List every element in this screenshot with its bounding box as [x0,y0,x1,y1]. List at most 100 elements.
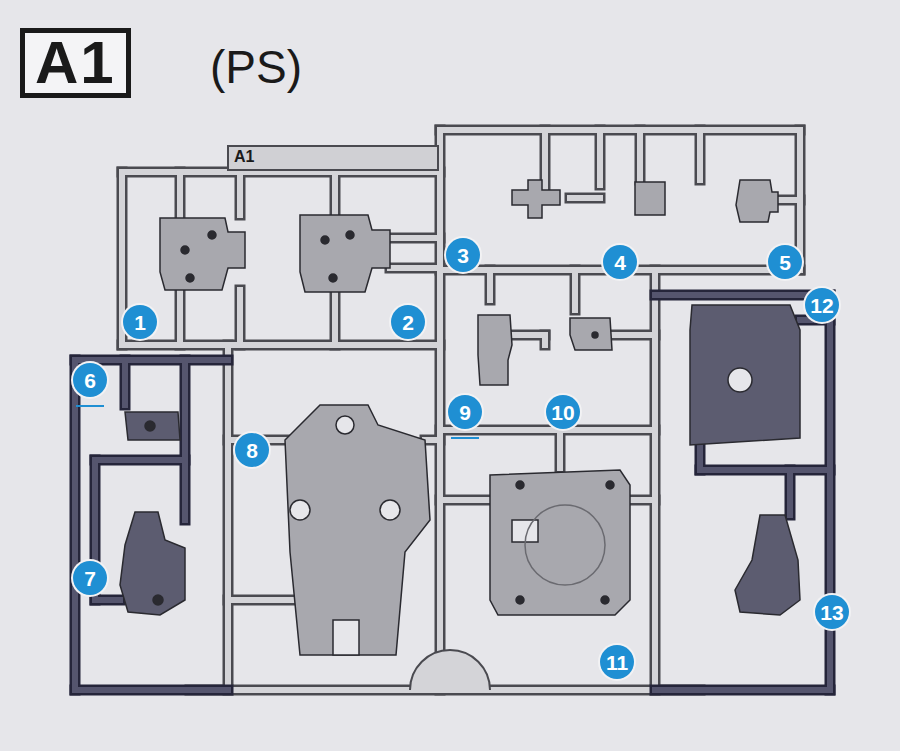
light-runner-fill [697,130,703,180]
dark-runner-edge [95,595,120,606]
callout-number: 10 [551,402,574,423]
dark-runner-fill [75,687,228,693]
light-runner-edge [223,345,234,690]
callout-circle: 4 [603,245,637,279]
light-runner-edge [330,172,341,212]
dark-runner-edge [120,360,131,405]
callout-circle: 1 [123,305,157,339]
part-hole [290,500,310,520]
light-runner-fill [440,497,490,503]
plastic-part [490,470,630,615]
dark-runner-edge [700,465,830,476]
light-runner-fill [440,427,655,433]
light-runner-fill [237,172,243,215]
plastic-part [120,512,185,615]
light-runner-edge [440,125,800,136]
plastic-part [635,182,665,215]
callout-number: 2 [402,312,414,333]
light-runner-edge [695,130,706,180]
callout-circle: 2 [391,305,425,339]
callout-number: 3 [457,245,469,266]
plastic-part [285,405,430,655]
callout-number: 5 [779,252,791,273]
callout-number: 1 [134,312,146,333]
light-runner-fill [228,597,292,603]
sprue-label: A1 [234,148,254,166]
light-runner-fill [542,335,548,345]
dark-runner-fill [700,467,830,473]
part-hole [321,236,329,244]
sheet-title: A1 [35,29,116,96]
dark-runner-fill [655,292,830,298]
dark-runner-fill [182,360,188,520]
callout-circle: 6 [73,363,107,397]
light-runner-edge [330,292,341,345]
part-hole [346,231,354,239]
light-runner-fill [437,130,443,690]
light-runner-fill [572,270,578,310]
plastic-part [478,315,512,385]
light-runner-edge [570,193,600,204]
light-runner [122,130,800,690]
callout-number: 7 [84,568,96,589]
light-runner-fill [390,235,440,241]
light-runner-fill [487,270,493,300]
callout-circle: 8 [235,433,269,467]
light-runner-fill [425,437,440,443]
underline-mark [451,437,479,439]
dark-runner-fill [655,687,830,693]
plastic-part [690,305,800,445]
light-runner-fill [630,497,655,503]
light-runner-fill [332,292,338,345]
part-detail [525,505,605,585]
plastic-part [570,318,612,350]
dark-runner-edge [655,685,830,696]
dark-runner [75,295,830,690]
light-runner-edge [570,270,581,310]
light-runner-edge [390,233,440,244]
dark-runner-fill [75,357,228,363]
dark-runner-edge [785,470,796,515]
light-runner-fill [177,290,183,345]
light-runner-fill [542,130,548,188]
part-hole [333,620,359,655]
title-box: A1 [20,28,131,98]
part-hole [516,596,524,604]
light-runner-edge [555,430,566,468]
light-runner-fill [652,270,658,690]
light-runner-fill [610,332,655,338]
light-runner-fill [390,265,440,271]
dark-runner-edge [70,360,81,690]
callout-number: 9 [459,402,471,423]
light-runner-edge [440,495,490,506]
callout-circle: 5 [768,245,802,279]
dark-runner-fill [72,360,78,690]
light-runner-fill [440,127,800,133]
plastic-part [300,215,390,292]
dark-runner-edge [75,355,228,366]
plastic-part [735,515,800,615]
light-runner-edge [610,330,655,341]
callout-circle: 9 [448,395,482,429]
sprue-label: (PS) [210,40,302,94]
dark-runner-fill [95,457,185,463]
light-runner-edge [235,172,246,215]
callout-circle: 7 [73,561,107,595]
runner-arc [410,650,490,690]
part-hole [601,596,609,604]
plastic-part [125,412,180,440]
light-runner-edge [630,495,655,506]
plastic-part [736,180,778,222]
plastic-part [160,218,245,290]
callout-circle: 13 [815,595,849,629]
dark-runner-fill [697,445,703,470]
light-runner-edge [228,595,292,606]
light-runner-fill [597,130,603,185]
part-hole [592,332,598,338]
light-runner-edge [122,340,440,351]
callout-circle: 12 [805,288,839,322]
dark-runner-fill [122,360,128,405]
callout-number: 4 [614,252,626,273]
part-hole [181,246,189,254]
